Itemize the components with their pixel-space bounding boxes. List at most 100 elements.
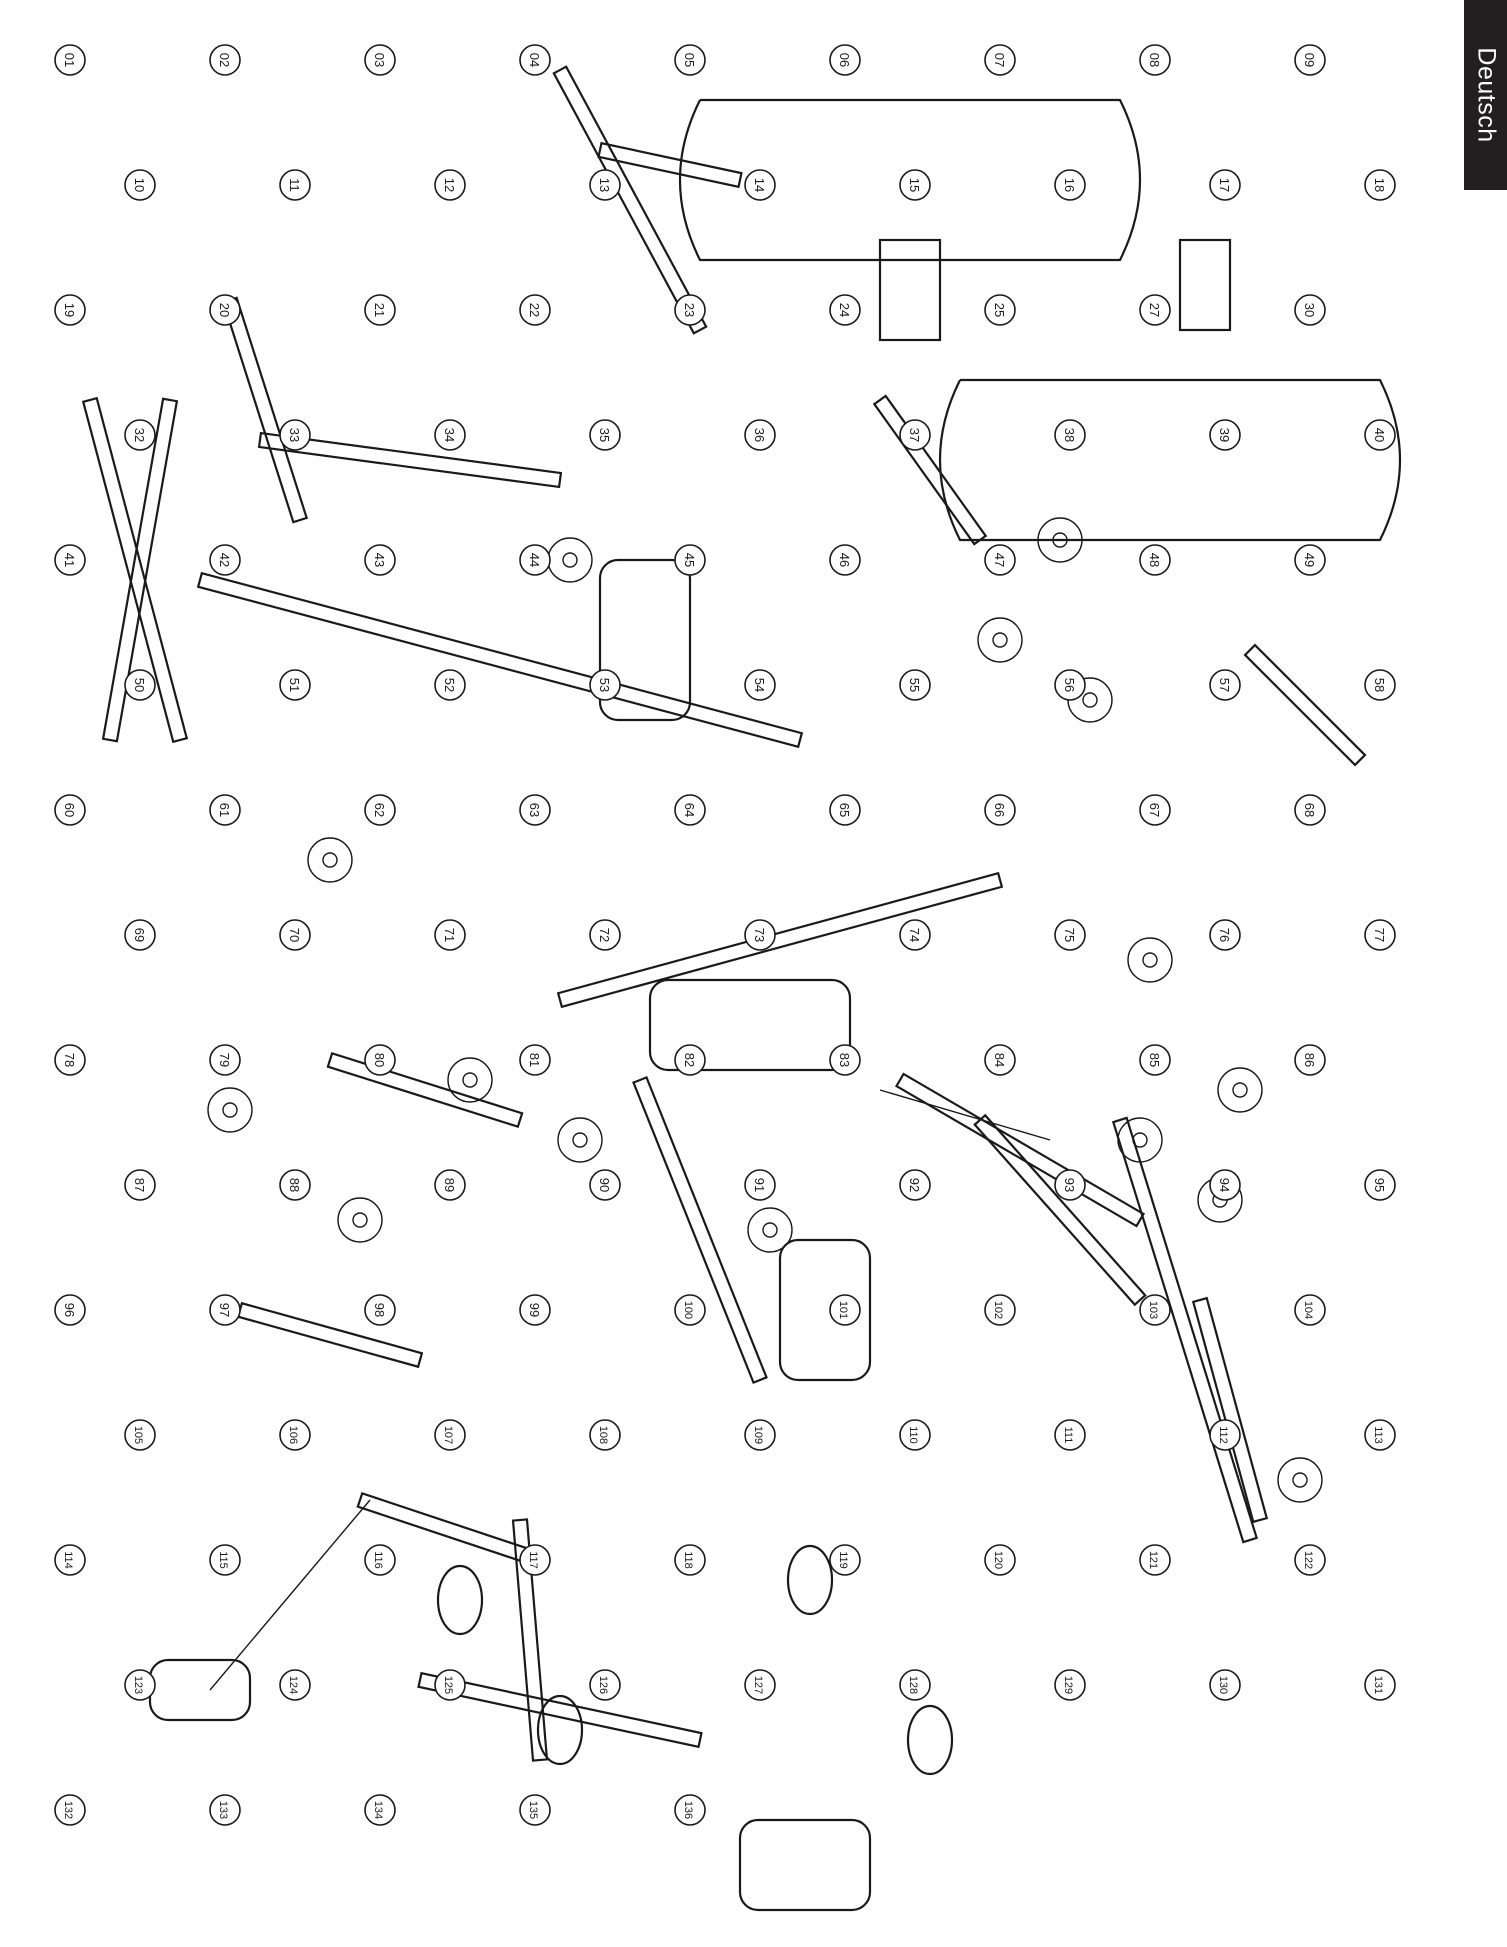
callout-number: 42: [217, 553, 232, 567]
callout-bubble: [364, 44, 396, 76]
callout-number: 103: [1147, 1301, 1159, 1319]
callout-number: 25: [992, 303, 1007, 317]
pulley-hub: [322, 852, 338, 868]
callout-number: 51: [287, 678, 302, 692]
pulley-hub: [992, 632, 1008, 648]
callout-number: 97: [217, 1303, 232, 1317]
callout-95: 95: [1364, 1169, 1396, 1201]
callout-120: 120: [984, 1544, 1016, 1576]
weight-top-plate: [1178, 238, 1232, 332]
callout-number: 57: [1217, 678, 1232, 692]
callout-bubble: [1139, 544, 1171, 576]
callout-number: 75: [1062, 928, 1077, 942]
callout-bubble: [434, 1669, 466, 1701]
callout-bubble: [829, 1044, 861, 1076]
padded-cushion: [648, 978, 852, 1072]
callout-bubble: [1294, 1544, 1326, 1576]
callout-87: 87: [124, 1169, 156, 1201]
callout-bubble: [1139, 1044, 1171, 1076]
pulley-hub: [462, 1072, 478, 1088]
callout-bubble: [209, 794, 241, 826]
pulley-wheel: [1127, 937, 1173, 983]
callout-number: 15: [907, 178, 922, 192]
callout-09: 09: [1294, 44, 1326, 76]
callout-number: 101: [837, 1301, 849, 1319]
callout-bubble: [364, 294, 396, 326]
callout-number: 89: [442, 1178, 457, 1192]
callout-bubble: [1364, 669, 1396, 701]
callout-number: 130: [1217, 1676, 1229, 1694]
padded-cushion: [778, 1238, 872, 1382]
callout-number: 72: [597, 928, 612, 942]
callout-bubble: [589, 669, 621, 701]
callout-bubble: [829, 1294, 861, 1326]
callout-54: 54: [744, 669, 776, 701]
callout-number: 55: [907, 678, 922, 692]
pulley-hub: [352, 1212, 368, 1228]
callout-number: 38: [1062, 428, 1077, 442]
callout-bubble: [1054, 419, 1086, 451]
callout-112: 112: [1209, 1419, 1241, 1451]
callout-bubble: [899, 169, 931, 201]
callout-99: 99: [519, 1294, 551, 1326]
callout-bubble: [519, 294, 551, 326]
callout-number: 126: [597, 1676, 609, 1694]
callout-34: 34: [434, 419, 466, 451]
callout-bubble: [1139, 794, 1171, 826]
callout-number: 94: [1217, 1178, 1232, 1192]
callout-bubble: [899, 1669, 931, 1701]
callout-number: 135: [527, 1801, 539, 1819]
language-tab: Deutsch: [1464, 0, 1507, 190]
callout-number: 14: [752, 178, 767, 192]
frame-tube: [872, 394, 988, 546]
callout-bubble: [899, 669, 931, 701]
callout-number: 110: [907, 1426, 919, 1444]
callout-number: 37: [907, 428, 922, 442]
foam-roller: [906, 1704, 954, 1776]
callout-number: 109: [752, 1426, 764, 1444]
callout-bubble: [209, 44, 241, 76]
callout-number: 06: [837, 53, 852, 67]
callout-115: 115: [209, 1544, 241, 1576]
callout-21: 21: [364, 294, 396, 326]
callout-37: 37: [899, 419, 931, 451]
callout-bubble: [899, 1419, 931, 1451]
callout-bubble: [744, 1169, 776, 1201]
callout-bubble: [124, 1419, 156, 1451]
foam-roller: [536, 1694, 584, 1766]
callout-bubble: [829, 44, 861, 76]
callout-94: 94: [1209, 1169, 1241, 1201]
callout-64: 64: [674, 794, 706, 826]
callout-number: 36: [752, 428, 767, 442]
callout-bubble: [1139, 1544, 1171, 1576]
callout-51: 51: [279, 669, 311, 701]
callout-12: 12: [434, 169, 466, 201]
callout-number: 05: [682, 53, 697, 67]
pulley-hub: [762, 1222, 778, 1238]
callout-bubble: [1139, 294, 1171, 326]
pulley-hub: [562, 552, 578, 568]
callout-bubble: [434, 919, 466, 951]
callout-number: 09: [1302, 53, 1317, 67]
callout-bubble: [1209, 1419, 1241, 1451]
callout-number: 79: [217, 1053, 232, 1067]
callout-bubble: [1209, 669, 1241, 701]
callout-number: 99: [527, 1303, 542, 1317]
callout-number: 73: [752, 928, 767, 942]
callout-75: 75: [1054, 919, 1086, 951]
callout-number: 53: [597, 678, 612, 692]
cable: [209, 1499, 371, 1691]
cable: [879, 1089, 1051, 1141]
callout-bubble: [984, 544, 1016, 576]
callout-bubble: [589, 919, 621, 951]
callout-bubble: [674, 794, 706, 826]
callout-bubble: [279, 669, 311, 701]
pulley-wheel: [337, 1197, 383, 1243]
callout-bubble: [589, 1169, 621, 1201]
callout-number: 18: [1372, 178, 1387, 192]
callout-35: 35: [589, 419, 621, 451]
callout-number: 133: [217, 1801, 229, 1819]
callout-bubble: [744, 419, 776, 451]
callout-number: 117: [527, 1551, 539, 1569]
callout-77: 77: [1364, 919, 1396, 951]
